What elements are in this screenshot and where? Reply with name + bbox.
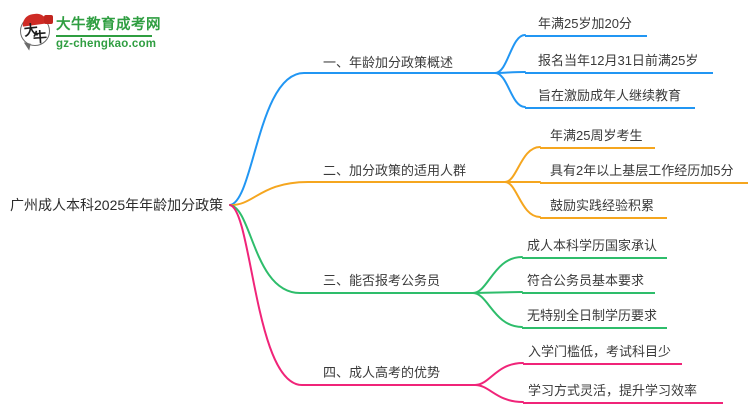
leaf-3-1: 成人本科学历国家承认 xyxy=(522,235,667,259)
logo-text-block: 大牛教育成考网 gz-chengkao.com xyxy=(56,17,161,50)
branch-4-fan-up xyxy=(474,362,524,386)
leaf-1-3: 旨在激励成年人继续教育 xyxy=(525,85,695,109)
leaf-2-1: 年满25周岁考生 xyxy=(540,125,655,149)
site-domain: gz-chengkao.com xyxy=(56,38,157,50)
leaf-2-3: 鼓励实践经验积累 xyxy=(540,195,667,219)
logo-divider xyxy=(56,35,152,37)
branch-1-trunk-line xyxy=(229,72,496,206)
leaf-1-2: 报名当年12月31日前满25岁 xyxy=(525,50,713,74)
logo-seal-icon xyxy=(44,15,53,24)
branch-3-fan-down xyxy=(472,292,523,328)
root-topic: 广州成人本科2025年年龄加分政策 xyxy=(10,197,224,213)
branch-3-fan-mid xyxy=(472,291,523,294)
branch-2-fan-up xyxy=(504,146,541,183)
branch-3-trunk-line xyxy=(229,204,474,294)
logo-char-niu: 牛 xyxy=(32,28,48,46)
branch-2-fan-down xyxy=(504,181,541,218)
site-title: 大牛教育成考网 xyxy=(56,17,161,33)
leaf-2-2: 具有2年以上基层工作经历加5分 xyxy=(540,160,748,184)
leaf-1-1: 年满25岁加20分 xyxy=(525,13,647,37)
branch-4-trunk-line xyxy=(229,204,476,386)
branch-3-label: 三、能否报考公务员 xyxy=(323,273,441,288)
branch-1-fan-mid xyxy=(494,71,526,74)
branch-1-fan-up xyxy=(494,34,526,74)
branch-4-label: 四、成人高考的优势 xyxy=(323,365,441,380)
logo-bubble-tail xyxy=(22,42,31,51)
branch-3-fan-up xyxy=(472,256,523,294)
logo-bull-icon: 大 牛 xyxy=(20,12,53,51)
leaf-3-2: 符合公务员基本要求 xyxy=(522,270,655,294)
branch-1-label: 一、年龄加分政策概述 xyxy=(323,55,454,70)
branch-1-fan-down xyxy=(494,72,526,108)
leaf-4-1: 入学门槛低，考试科目少 xyxy=(523,341,682,365)
leaf-4-2: 学习方式灵活，提升学习效率 xyxy=(523,380,723,404)
branch-2-trunk-line xyxy=(229,181,506,207)
site-logo: 大 牛 大牛教育成考网 gz-chengkao.com xyxy=(20,12,190,56)
branch-2-label: 二、加分政策的适用人群 xyxy=(323,163,467,178)
branch-4-fan-down xyxy=(474,384,524,403)
leaf-3-3: 无特别全日制学历要求 xyxy=(522,305,667,329)
